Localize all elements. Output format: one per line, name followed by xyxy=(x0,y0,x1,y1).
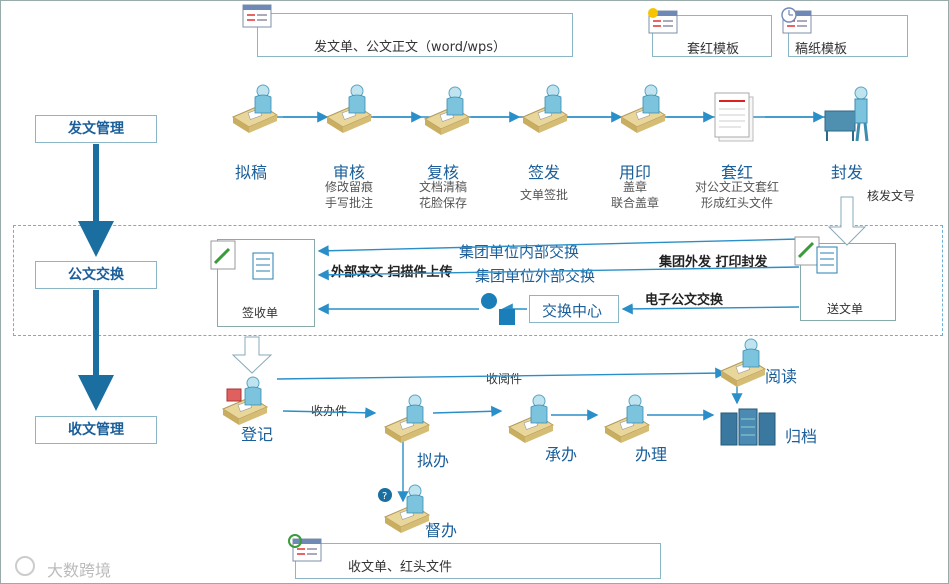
step-title-seal: 用印 xyxy=(618,163,651,182)
group-send-label: 集团外发 打印封发 xyxy=(659,255,768,270)
send-form-label: 送文单 xyxy=(827,302,864,316)
step-sub-recheck-1: 文档清稿 xyxy=(418,180,467,194)
step-title-redhead: 套红 xyxy=(720,163,753,182)
red-template-label: 套红模板 xyxy=(687,42,740,57)
receive-docs-label: 收文单、红头文件 xyxy=(348,560,453,575)
undertake-title: 承办 xyxy=(544,445,577,464)
svg-text:?: ? xyxy=(382,491,387,502)
step-sub-redhead-1: 对公文正文套红 xyxy=(694,180,779,194)
step-sub-review-2: 手写批注 xyxy=(324,196,373,210)
doc-template-box: 发文单、公文正文（word/wps） xyxy=(257,13,573,57)
exchange-center-label: 交换中心 xyxy=(542,302,603,320)
register-title: 登记 xyxy=(240,425,273,444)
exchange-region xyxy=(13,225,943,336)
side-receive-management: 收文管理 xyxy=(35,416,157,444)
sign-receipt-label: 签收单 xyxy=(242,306,279,320)
doc-template-icon xyxy=(242,4,272,28)
step-title-draft: 拟稿 xyxy=(234,163,267,182)
handle-title: 办理 xyxy=(634,445,667,464)
side-send-management: 发文管理 xyxy=(35,115,157,143)
e-exchange-label: 电子公文交换 xyxy=(645,293,724,308)
watermark-text: 大数跨境 xyxy=(47,561,112,580)
step-title-review: 审核 xyxy=(332,163,365,182)
archive-title: 归档 xyxy=(784,427,817,446)
do-item-label: 收办件 xyxy=(311,404,348,418)
step-sub-review-1: 修改留痕 xyxy=(324,180,373,194)
doc-template-label: 发文单、公文正文（word/wps） xyxy=(314,40,506,55)
step-sub-redhead-2: 形成红头文件 xyxy=(700,196,773,210)
draft-opinion-title: 拟办 xyxy=(416,451,449,470)
step-sub-seal-2: 联合盖章 xyxy=(610,196,659,210)
step-sub-recheck-2: 花脸保存 xyxy=(418,196,467,210)
side-document-exchange: 公文交换 xyxy=(35,261,157,289)
draft-template-label: 稿纸模板 xyxy=(795,42,848,57)
exchange-center-box: 交换中心 xyxy=(529,295,619,323)
step-title-seal-send: 封发 xyxy=(830,163,863,182)
step-title-sign: 签发 xyxy=(527,163,560,182)
inner-exchange-label: 集团单位内部交换 xyxy=(459,243,580,261)
exchange-node-icon xyxy=(481,293,497,309)
supervise-title: 督办 xyxy=(424,521,457,540)
external-in-label: 外部来文 扫描件上传 xyxy=(331,265,453,280)
read-title: 阅读 xyxy=(764,367,797,386)
check-number-label: 核发文号 xyxy=(867,189,916,203)
step-sub-sign-1: 文单签批 xyxy=(519,188,568,202)
sun-icon xyxy=(648,8,658,18)
step-sub-seal-1: 盖章 xyxy=(622,180,647,194)
receive-docs-box: 收文单、红头文件 xyxy=(295,543,661,579)
step-title-recheck: 复核 xyxy=(426,163,459,182)
